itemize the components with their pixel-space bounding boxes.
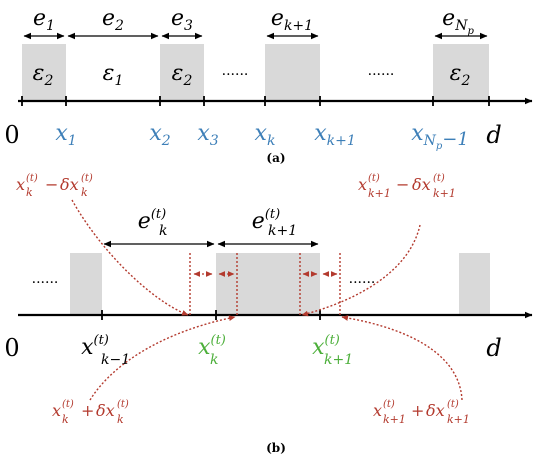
svg-text:k: k xyxy=(62,413,69,426)
ellipsis-b-1: ...... xyxy=(32,271,59,287)
position-label-xk1-t-sub: k+1 xyxy=(324,352,353,368)
svg-text:x: x xyxy=(373,401,382,420)
svg-text:x: x xyxy=(16,175,25,194)
block-a-1 xyxy=(22,44,66,101)
position-label-xk1: xk+1 xyxy=(314,121,356,149)
annotation-xk1-plus: x (t) k+1 + δx (t) k+1 xyxy=(373,399,470,426)
end-label-a: d xyxy=(486,121,501,149)
origin-label-b: 0 xyxy=(4,334,19,362)
position-label-xk-1-t-sub: k−1 xyxy=(101,352,130,368)
annotation-xk-plus: x (t) k + δx (t) k xyxy=(52,399,129,426)
width-label-e1: e1 xyxy=(33,6,55,34)
material-label-3: ε2 xyxy=(172,61,193,89)
caption-b: (b) xyxy=(266,441,286,455)
svg-text:k+1: k+1 xyxy=(383,413,406,426)
panel-a: e1 e2 e3 ek+1 eNp ε2 ε1 ε2 ε2 ...... ...… xyxy=(4,6,533,165)
svg-text:k+1: k+1 xyxy=(447,413,470,426)
block-b-2 xyxy=(216,253,320,315)
position-label-xNp1: xNp−1 xyxy=(411,121,469,152)
pointer-curve-plus-k xyxy=(89,315,236,401)
block-a-2 xyxy=(160,44,204,101)
svg-text:+: + xyxy=(411,401,424,420)
block-b-1 xyxy=(70,253,102,315)
annotation-xk1-minus: x (t) k+1 − δx (t) k+1 xyxy=(358,173,456,200)
svg-text:−: − xyxy=(396,175,409,194)
svg-text:k: k xyxy=(117,413,124,426)
position-label-x1: x1 xyxy=(55,121,76,149)
svg-text:(t): (t) xyxy=(433,173,445,184)
material-label-2: ε1 xyxy=(103,61,124,89)
svg-text:δx: δx xyxy=(60,175,79,194)
width-label-ek1: ek+1 xyxy=(271,6,313,34)
ticks-a xyxy=(21,96,490,106)
position-label-xk1-t: x(t) xyxy=(312,333,340,360)
svg-text:(t): (t) xyxy=(117,399,129,410)
svg-text:(t): (t) xyxy=(26,173,38,184)
material-label-4: ε2 xyxy=(450,61,471,89)
material-label-1: ε2 xyxy=(33,61,54,89)
caption-a: (a) xyxy=(266,151,285,165)
svg-text:(t): (t) xyxy=(447,399,459,410)
position-label-xk: xk xyxy=(255,121,276,149)
width-label-ek1-t: e(t) xyxy=(252,207,280,234)
svg-text:k+1: k+1 xyxy=(433,187,456,200)
ellipsis-a-1: ...... xyxy=(222,63,249,79)
svg-text:(t): (t) xyxy=(62,399,74,410)
panel-b: e(t) k e(t) k+1 ...... ...... xyxy=(4,173,533,455)
svg-text:x: x xyxy=(52,401,61,420)
position-label-x3: x3 xyxy=(197,121,218,149)
pointer-curve-plus-k1 xyxy=(341,315,463,401)
svg-text:(t): (t) xyxy=(81,173,93,184)
position-label-xk-1-t: x(t) xyxy=(81,333,109,360)
origin-label-a: 0 xyxy=(4,121,19,149)
svg-text:x: x xyxy=(358,175,367,194)
ellipsis-a-2: ...... xyxy=(368,63,395,79)
width-label-e2: e2 xyxy=(102,6,124,34)
svg-text:(t): (t) xyxy=(383,399,395,410)
svg-text:k: k xyxy=(81,186,88,199)
width-label-ek-t: e(t) xyxy=(138,207,166,234)
svg-text:(t): (t) xyxy=(368,173,380,184)
position-label-x2: x2 xyxy=(149,121,170,149)
svg-text:k+1: k+1 xyxy=(368,187,391,200)
position-label-xk-t: x(t) xyxy=(198,333,226,360)
block-a-4 xyxy=(433,44,489,101)
block-b-3 xyxy=(459,253,490,315)
svg-text:δx: δx xyxy=(426,401,445,420)
pointer-curves xyxy=(71,199,463,401)
svg-text:−: − xyxy=(45,175,58,194)
end-label-b: d xyxy=(486,334,501,362)
svg-text:δx: δx xyxy=(412,175,431,194)
pointer-curve-minus-k xyxy=(71,199,189,316)
width-label-e3: e3 xyxy=(171,6,193,34)
annotation-xk-minus: x (t) k − δx (t) k xyxy=(16,173,93,199)
width-label-eNp: eNp xyxy=(442,6,474,37)
width-label-ek-t-sub: k xyxy=(159,223,167,239)
ticks-b xyxy=(101,310,321,320)
position-label-xk-t-sub: k xyxy=(210,352,218,368)
svg-text:δx: δx xyxy=(96,401,115,420)
width-label-ek1-t-sub: k+1 xyxy=(268,223,297,239)
ellipsis-b-2: ...... xyxy=(349,271,376,287)
svg-text:+: + xyxy=(81,401,94,420)
svg-text:k: k xyxy=(26,186,33,199)
block-a-3 xyxy=(265,44,320,101)
